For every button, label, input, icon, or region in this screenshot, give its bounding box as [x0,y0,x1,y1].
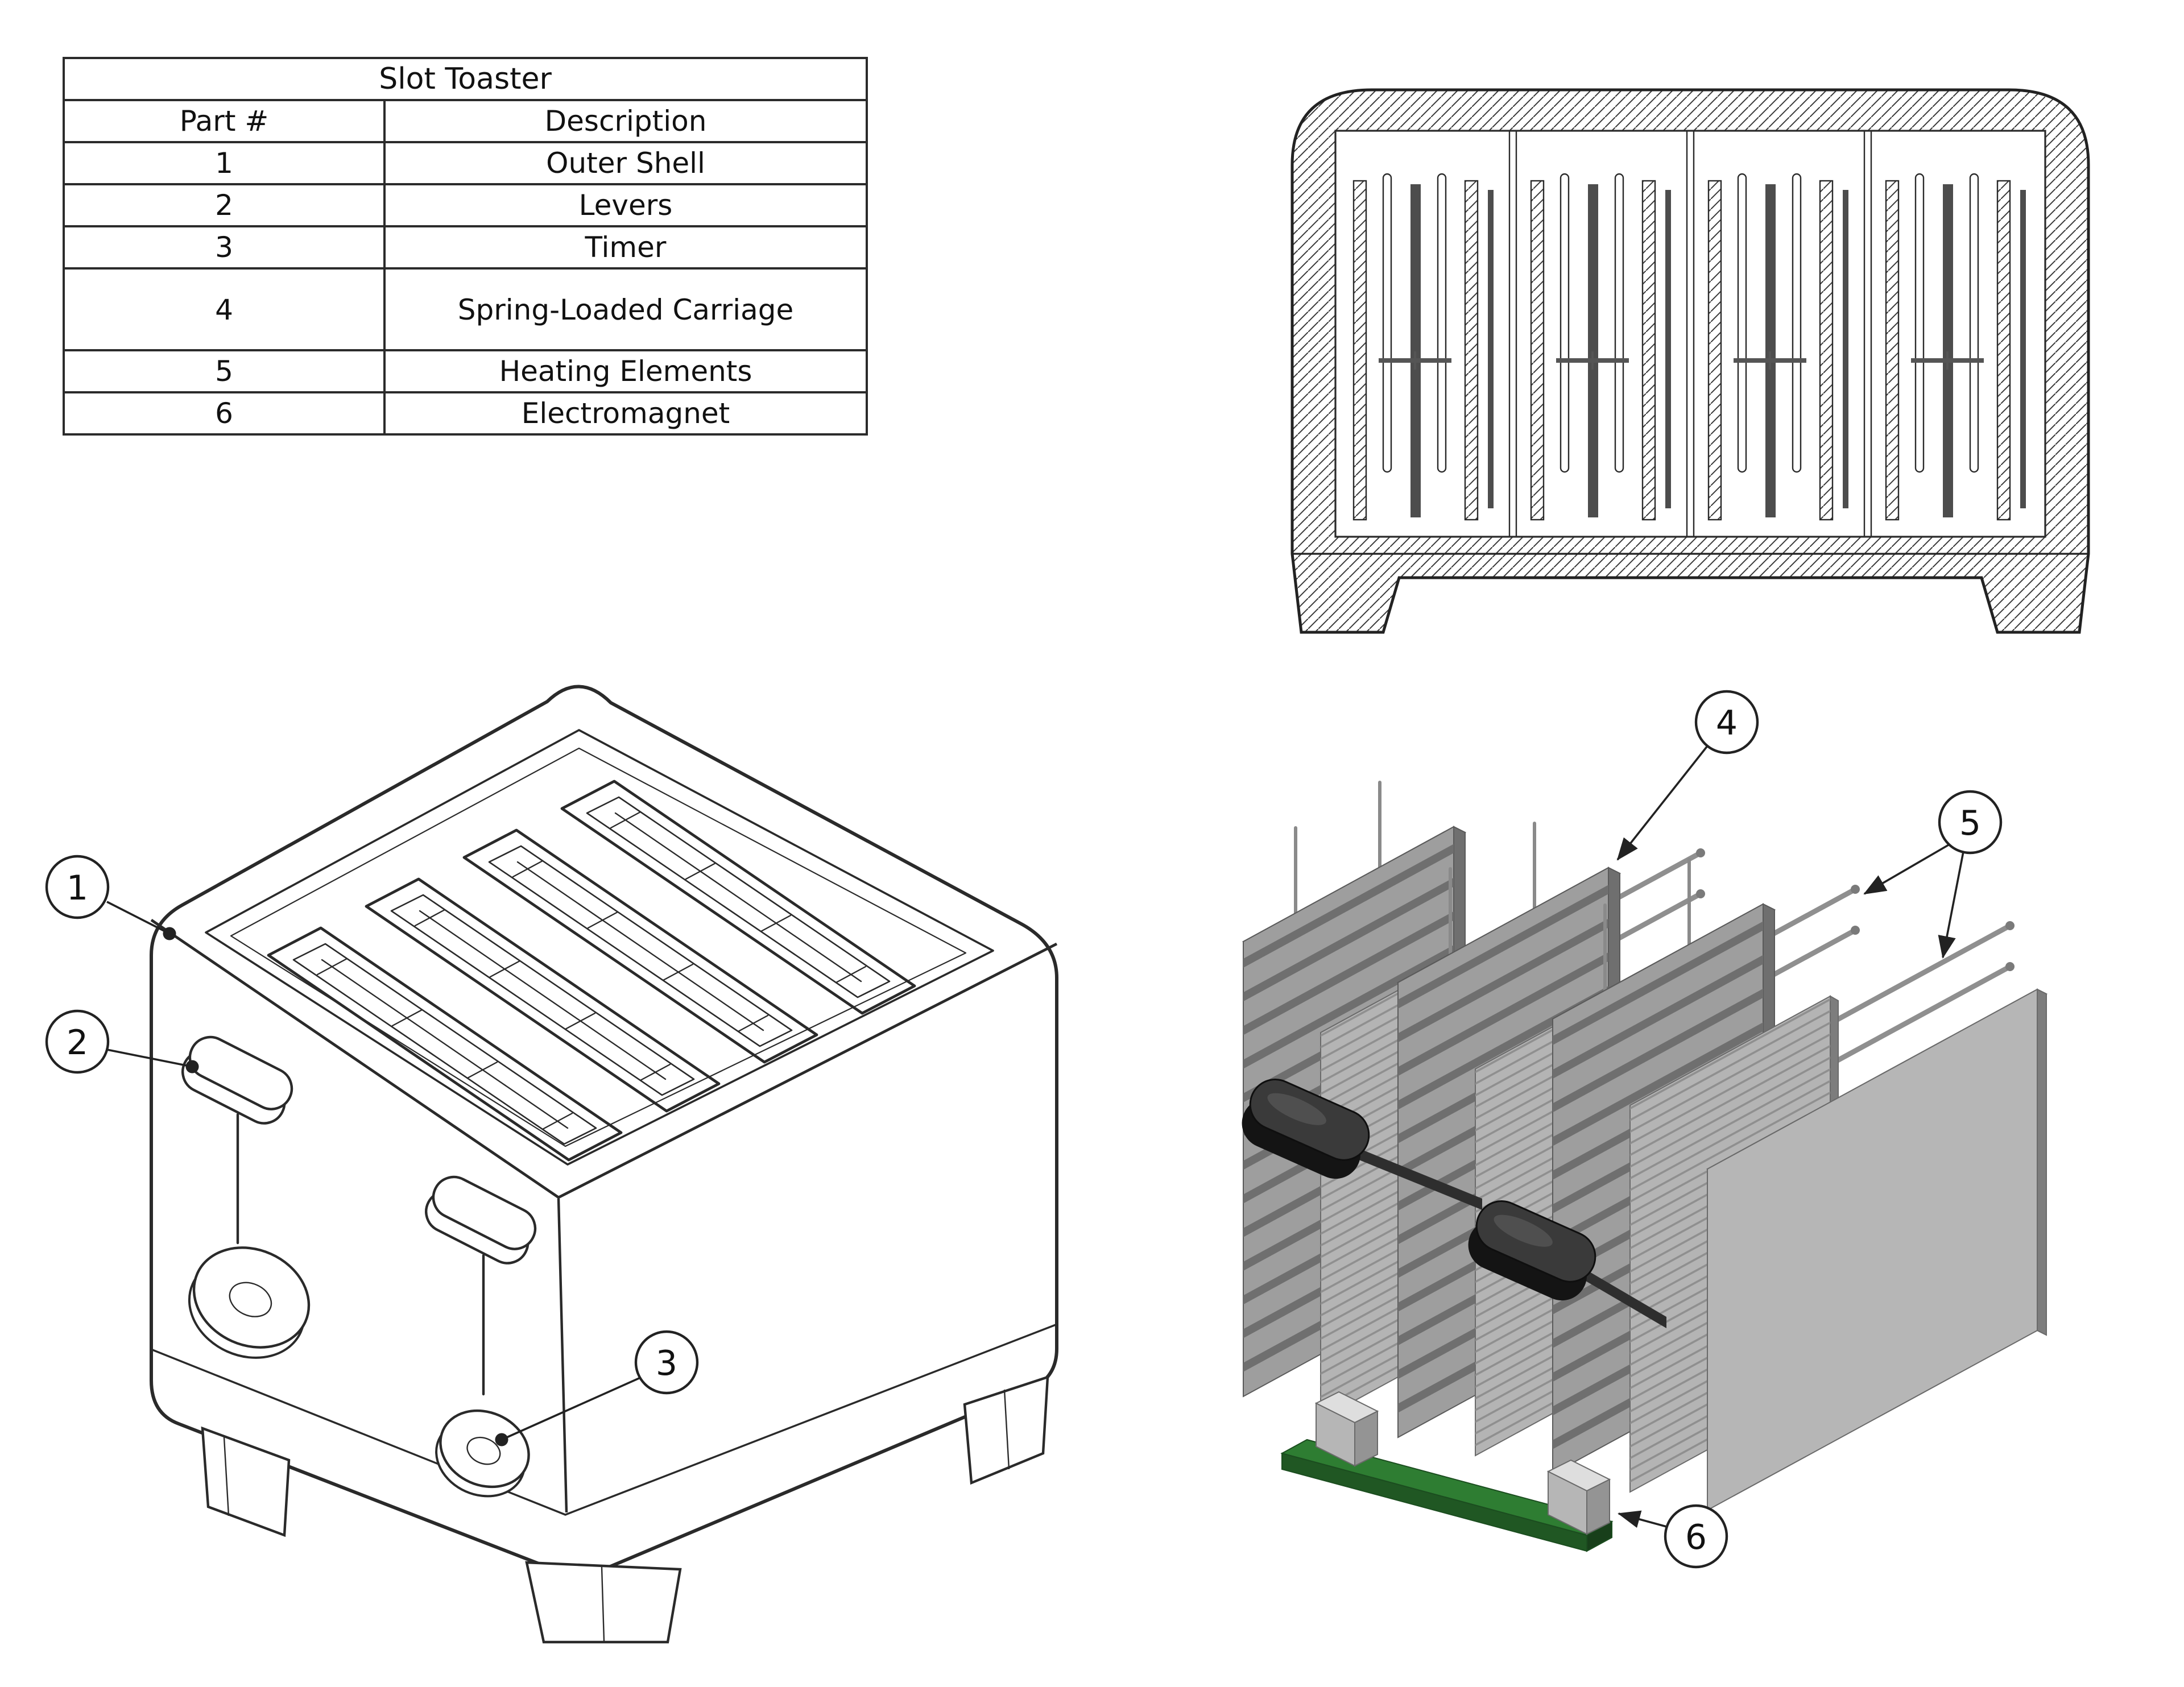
knob-left [188,1246,311,1359]
callout-3-number: 3 [656,1344,677,1383]
inner-cavity [1334,130,2046,538]
callout-6 [1664,1504,1728,1569]
table-row: 5 Heating Elements [63,349,868,393]
callout-1-number: 1 [67,868,88,908]
description-cell: Heating Elements [383,349,868,393]
table-title-row: Slot Toaster [62,57,868,101]
lever-handle [1242,1079,1370,1179]
toaster-feet [201,1375,1049,1644]
part-number-cell: 2 [63,183,386,227]
part-number-cell: 3 [63,225,386,270]
callout-5 [1938,790,2003,855]
toaster-isometric-view: 1 2 3 [45,685,1058,1644]
table-row: 6 Electromagnet [63,391,868,436]
top-recess-inner-rim [230,747,967,1147]
part-number-cell: 6 [63,391,386,436]
callouts: 4 5 6 [1616,690,2003,1569]
table-row: 1 Outer Shell [63,141,868,185]
column-header-description: Description [383,99,868,143]
slot-dividers [1508,131,1872,537]
callout-3 [634,1330,699,1395]
parts-table: Slot Toaster Part # Description 1 Outer … [62,57,868,436]
heating-element-front-board [1706,988,2048,1511]
part-number-cell: 1 [63,141,386,185]
table-header-row: Part # Description [63,99,868,143]
table-row: 3 Timer [63,225,868,270]
callout-2-number: 2 [67,1023,88,1063]
callout-4 [1694,690,1759,755]
top-face-edge [150,919,1058,1199]
description-cell: Electromagnet [383,391,868,436]
callout-1 [45,855,110,919]
control-pcb [1280,1439,1614,1552]
lever-arm [1348,1144,1482,1210]
table-row: 4 Spring-Loaded Carriage [63,267,868,351]
lever-left [181,1035,293,1125]
description-cell: Timer [383,225,868,270]
callout-6-number: 6 [1685,1518,1707,1557]
callout-4-number: 4 [1716,703,1738,743]
callouts: 1 2 3 [45,855,699,1446]
top-recess-rim [205,729,994,1166]
description-cell: Outer Shell [383,141,868,185]
lever-right [425,1175,537,1265]
internal-assembly-view: 4 5 6 [1211,690,2048,1569]
base-crease [152,1324,1056,1516]
callout-2 [45,1009,110,1074]
lever-handle [1468,1200,1596,1301]
front-section-view [1290,88,2090,634]
callout-5-number: 5 [1959,803,1981,843]
part-number-cell: 5 [63,349,386,393]
description-cell: Spring-Loaded Carriage [383,267,868,351]
table-row: 2 Levers [63,183,868,227]
column-header-part: Part # [63,99,386,143]
lever-arm [1573,1262,1666,1328]
description-cell: Levers [383,183,868,227]
front-corner-edge [557,1198,568,1513]
table-title: Slot Toaster [62,57,868,101]
outer-shell [150,685,1058,1576]
part-number-cell: 4 [63,267,386,351]
